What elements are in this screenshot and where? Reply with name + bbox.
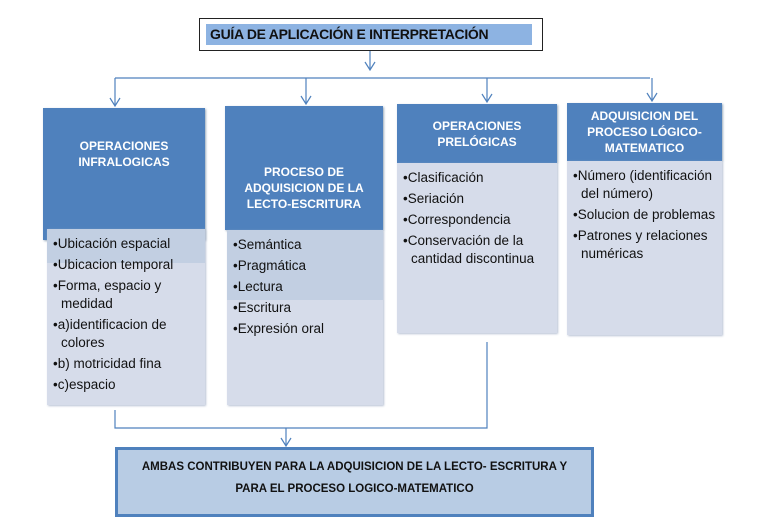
list-item: Forma, espacio y medidad — [53, 277, 199, 313]
list-item: Lectura — [233, 278, 377, 296]
panel-lecto-escritura: Semántica Pragmática Lectura Escritura E… — [227, 230, 383, 405]
merge-line — [114, 342, 488, 429]
header-infralogicas: OPERACIONES INFRALOGICAS — [43, 108, 205, 240]
list-item: Ubicacion temporal — [53, 256, 199, 274]
list-item: Expresión oral — [233, 320, 377, 338]
conclusion-box: AMBAS CONTRIBUYEN PARA LA ADQUISICION DE… — [115, 447, 594, 517]
list-item: a)identificacion de colores — [53, 316, 199, 352]
conclusion-line-1: AMBAS CONTRIBUYEN PARA LA ADQUISICION DE… — [141, 461, 568, 473]
list-item: Solucion de problemas — [573, 206, 716, 224]
arrow-col3 — [481, 78, 493, 104]
title-box: GUÍA DE APLICACIÓN E INTERPRETACIÓN — [199, 18, 543, 51]
title-text: GUÍA DE APLICACIÓN E INTERPRETACIÓN — [210, 26, 489, 42]
list-item: Seriación — [403, 190, 551, 208]
list-item: Correspondencia — [403, 211, 551, 229]
header-logico-matematico: ADQUISICION DEL PROCESO LÓGICO-MATEMATIC… — [567, 103, 722, 161]
header-lecto-escritura: PROCESO DE ADQUISICION DE LA LECTO-ESCRI… — [225, 106, 383, 230]
panel-infralogicas: Ubicación espacial Ubicacion temporal Fo… — [47, 229, 205, 405]
list-item: Número (identificación del número) — [573, 167, 716, 203]
list-item: Patrones y relaciones numéricas — [573, 227, 716, 263]
arrow-col4 — [646, 78, 658, 103]
header-prelogicas: OPERACIONES PRELÓGICAS — [397, 104, 557, 163]
list-item: Conservación de la cantidad discontinua — [403, 232, 551, 268]
arrow-col1 — [109, 78, 121, 108]
arrow-to-conclusion — [280, 428, 292, 448]
list-item: Semántica — [233, 236, 377, 254]
arrow-title-down — [364, 50, 376, 72]
list-item: Pragmática — [233, 257, 377, 275]
panel-logico-matematico: Número (identificación del número) Soluc… — [567, 161, 722, 335]
list-item: b) motricidad fina — [53, 355, 199, 373]
list-item: Clasificación — [403, 169, 551, 187]
conclusion-line-2: PARA EL PROCESO LOGICO-MATEMATICO — [235, 483, 474, 495]
list-item: Ubicación espacial — [53, 235, 199, 253]
arrow-col2 — [300, 78, 312, 106]
list-item: Escritura — [233, 299, 377, 317]
list-item: c)espacio — [53, 376, 199, 394]
panel-prelogicas: Clasificación Seriación Correspondencia … — [397, 163, 557, 333]
